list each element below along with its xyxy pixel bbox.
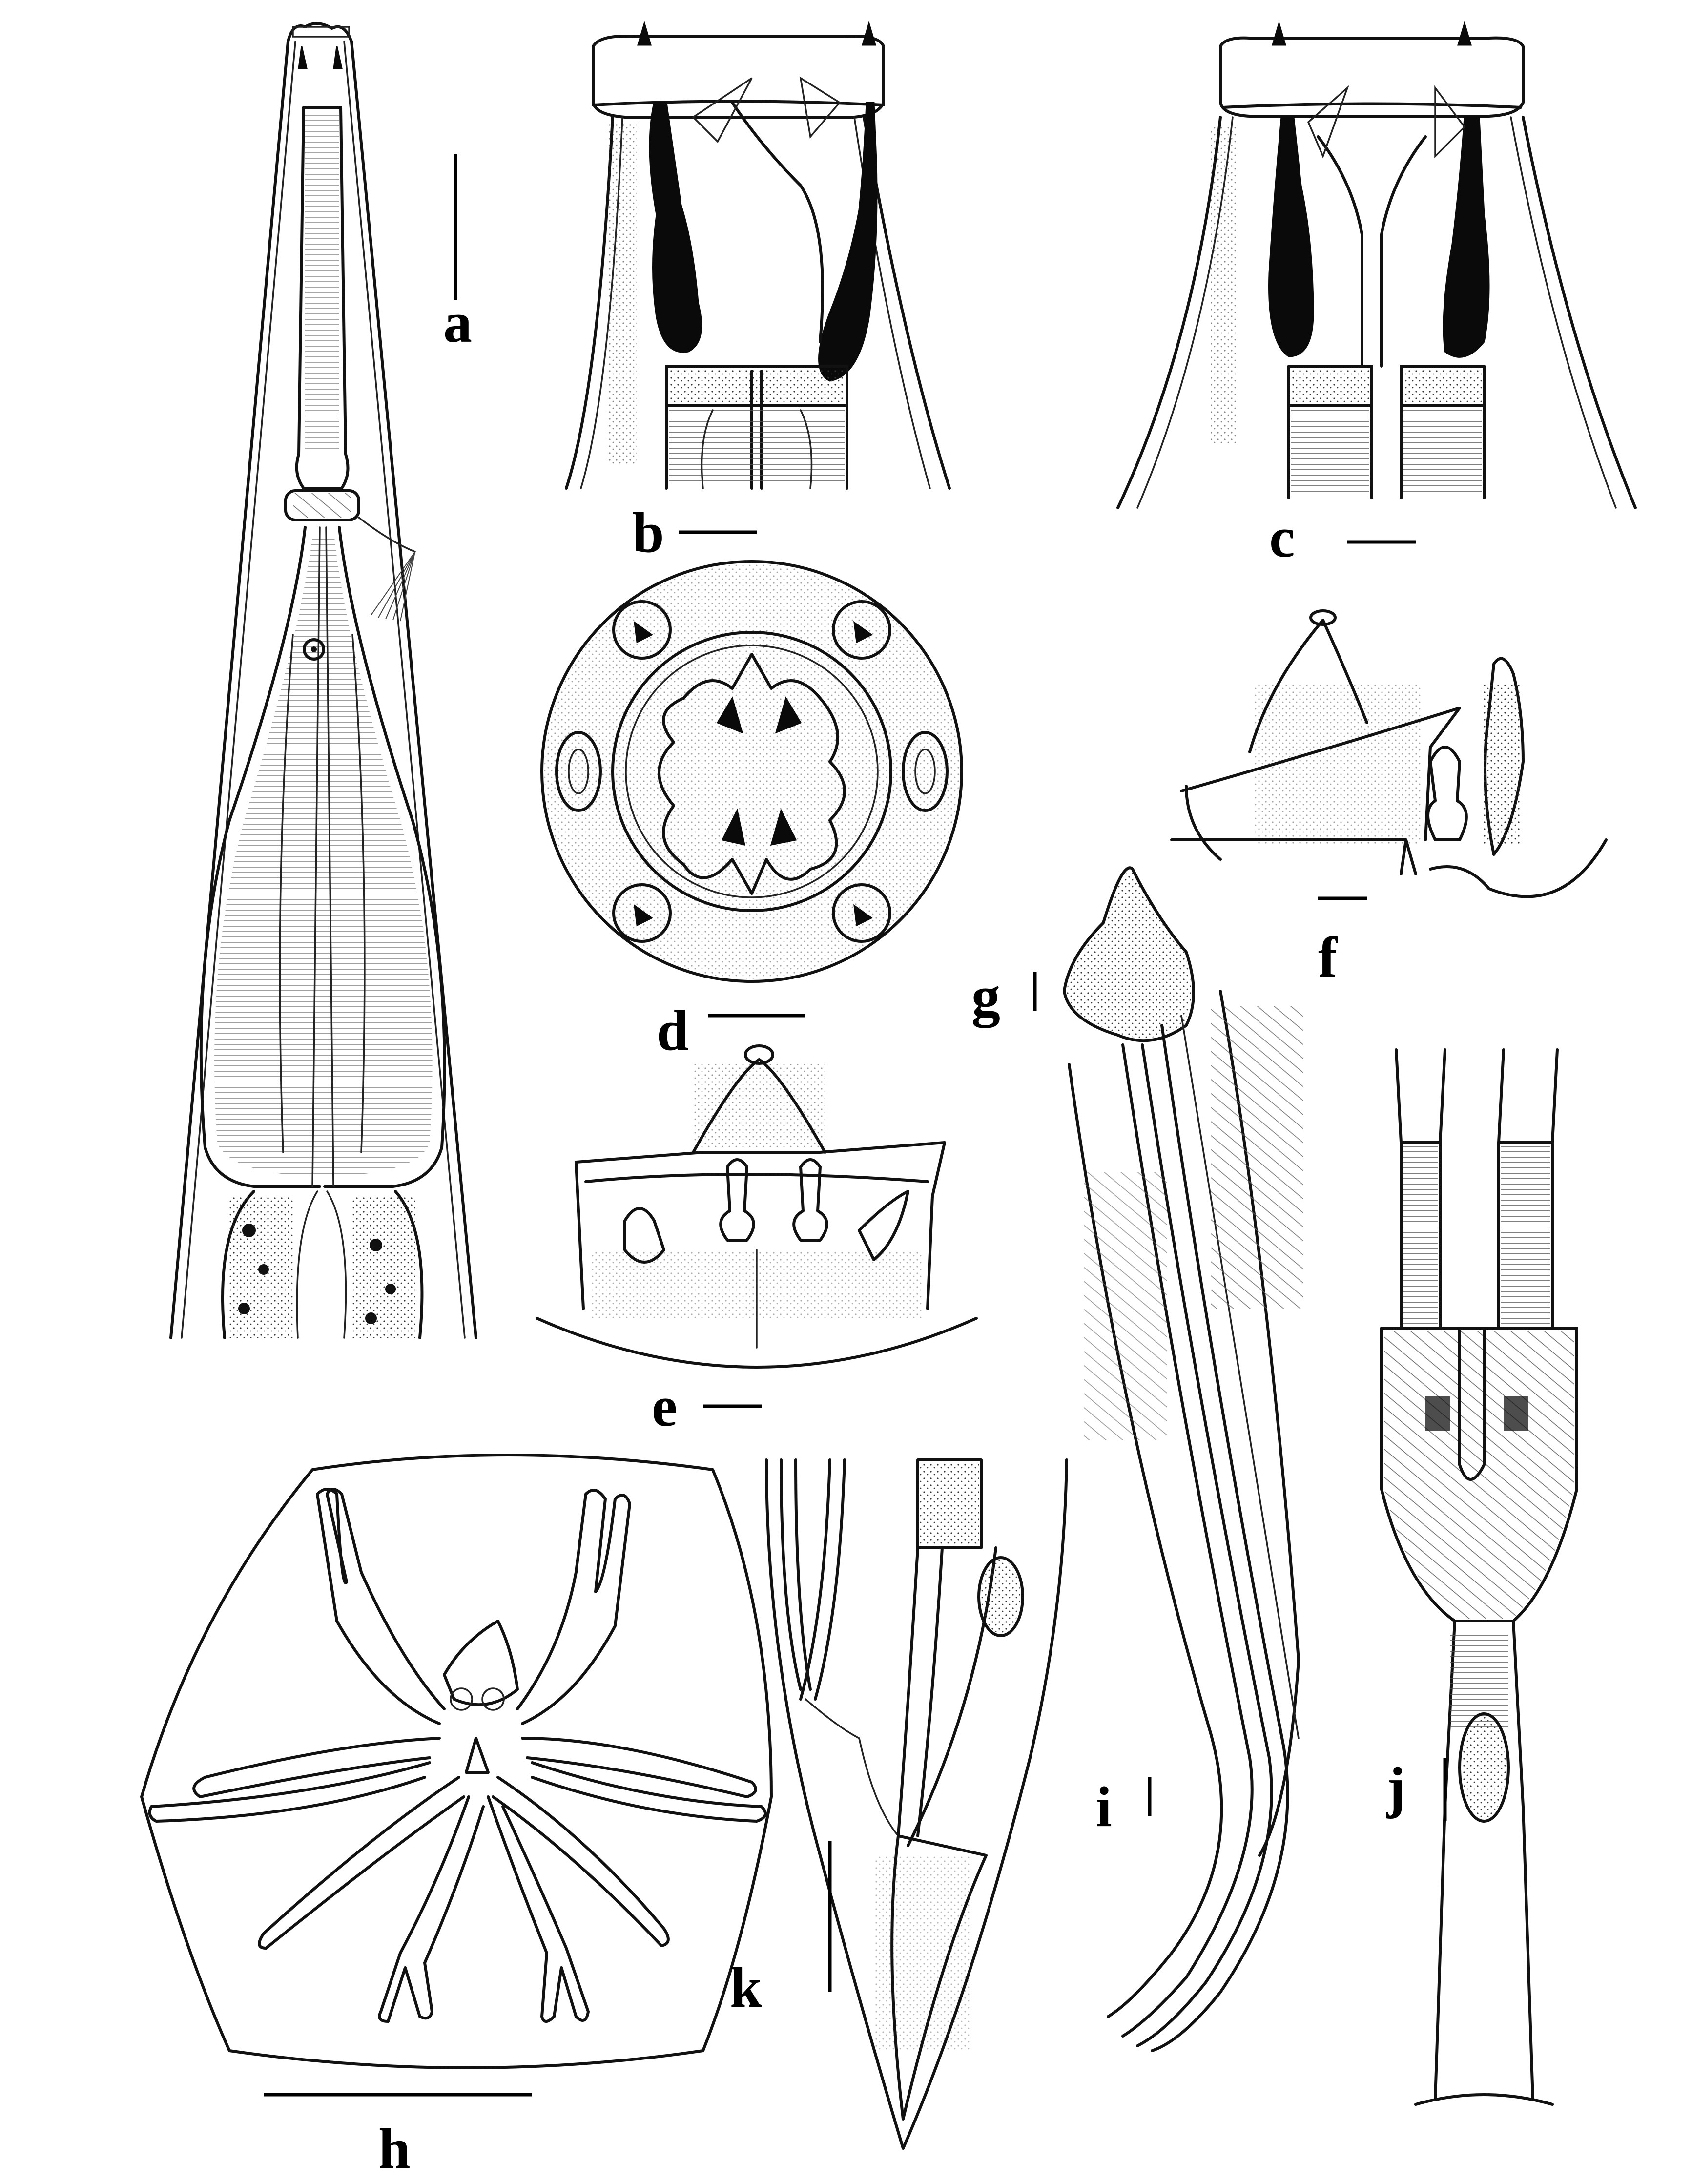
- panel-k: k: [730, 1458, 1068, 2150]
- panel-label-c: c: [1269, 505, 1295, 569]
- panel-label-g: g: [971, 964, 1000, 1028]
- panel-c: c: [1116, 21, 1637, 569]
- panel-h: h: [140, 1454, 773, 2181]
- panel-i: i: [1068, 990, 1303, 2052]
- panel-b: b: [565, 21, 951, 564]
- panel-label-f: f: [1318, 925, 1338, 989]
- panel-label-e: e: [652, 1374, 677, 1438]
- panel-j: j: [1380, 1048, 1578, 2106]
- panel-g: g: [971, 866, 1195, 1042]
- panel-label-d: d: [657, 998, 689, 1062]
- panel-label-i: i: [1096, 1775, 1112, 1839]
- panel-a: a: [169, 22, 477, 1339]
- panel-e: e: [536, 1044, 978, 1438]
- panel-label-a: a: [443, 291, 472, 354]
- panel-f: f: [1170, 609, 1608, 989]
- panel-d: d: [540, 560, 963, 1062]
- panel-label-b: b: [632, 500, 664, 564]
- panel-label-h: h: [378, 2117, 411, 2181]
- panel-label-j: j: [1386, 1755, 1405, 1819]
- panel-label-k: k: [730, 1955, 762, 2019]
